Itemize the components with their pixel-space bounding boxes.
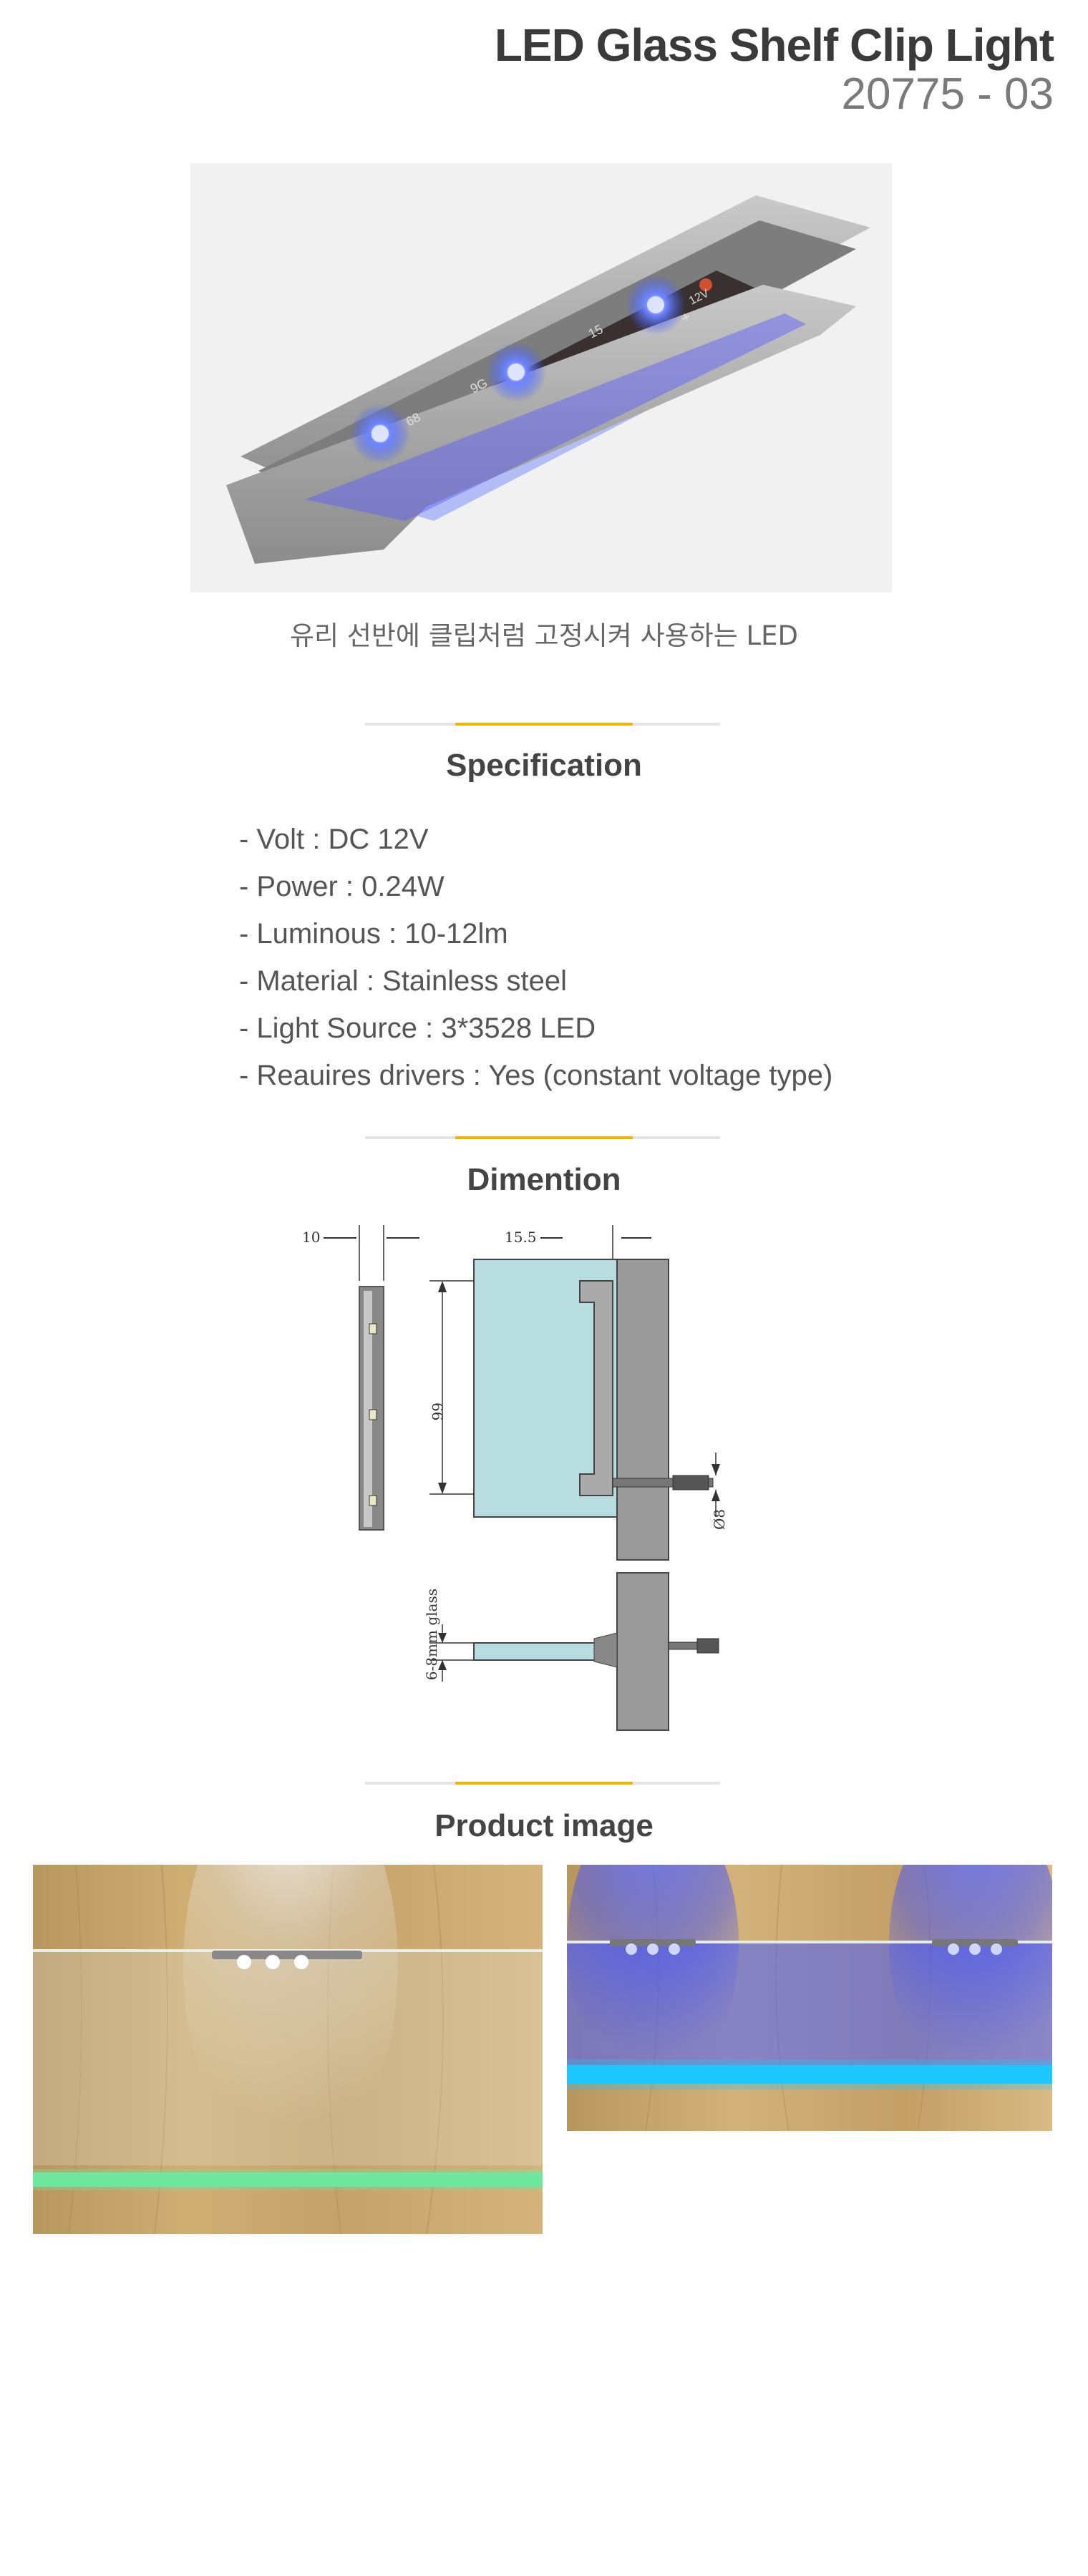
- dim-width-label: 10: [302, 1229, 320, 1246]
- section-divider: [365, 1782, 720, 1785]
- spec-item: - Power : 0.24W: [239, 871, 445, 902]
- dim-height-label: 66: [429, 1402, 446, 1420]
- spec-item: - Reauires drivers : Yes (constant volta…: [239, 1060, 833, 1091]
- specification-title: Specification: [446, 748, 642, 783]
- section-divider: [365, 1136, 720, 1139]
- spec-list: - Volt : DC 12V - Power : 0.24W - Lumino…: [239, 816, 832, 1099]
- dimension-drawing: 10 15.5 66 Ø8: [286, 1209, 787, 1753]
- spec-item: - Light Source : 3*3528 LED: [239, 1013, 596, 1044]
- dim-depth-label: 15.5: [505, 1229, 537, 1246]
- dim-diameter-label: Ø8: [711, 1509, 728, 1530]
- spec-item: - Luminous : 10-12lm: [239, 918, 508, 950]
- hero-caption: 유리 선반에 클립처럼 고정시켜 사용하는 LED: [290, 620, 798, 651]
- dim-glass-label: 6-8mm glass: [423, 1589, 440, 1680]
- wall-section: [616, 1259, 669, 1561]
- wall-top-view: [616, 1572, 669, 1731]
- product-image-title: Product image: [434, 1808, 654, 1843]
- product-photo-white: [33, 1865, 543, 2234]
- section-divider: [365, 723, 720, 726]
- product-code: 20775 - 03: [841, 69, 1054, 119]
- dimension-title: Dimention: [467, 1162, 621, 1197]
- product-photo-blue: [567, 1865, 1052, 2131]
- product-title: LED Glass Shelf Clip Light: [494, 19, 1054, 71]
- spec-item: - Volt : DC 12V: [239, 824, 429, 855]
- hero-product-image: 68 9G 15 12V +: [190, 163, 892, 592]
- spec-item: - Material : Stainless steel: [239, 965, 567, 997]
